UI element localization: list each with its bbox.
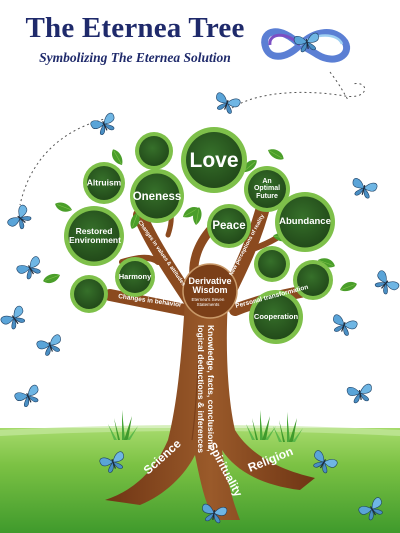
circle-abundance [275, 192, 335, 252]
label-peace: Peace [212, 219, 246, 232]
page-title: The Eternea Tree [25, 12, 245, 44]
derivative-wisdom-caption: Eternea's Seven Statements [191, 296, 225, 307]
circle-cooperation [249, 290, 303, 344]
derivative-wisdom-title: Derivative Wisdom [188, 275, 232, 296]
circle-love [181, 127, 247, 193]
circle-harmony [115, 257, 155, 297]
circle-restored-environment [64, 206, 124, 266]
circle-optimal-future [244, 166, 290, 212]
label-cooperation: Cooperation [253, 312, 299, 322]
butterfly-icon [328, 313, 359, 339]
butterfly-icon [0, 304, 30, 334]
trunk-label: Knowledge, facts, conclusions, logical d… [196, 325, 216, 454]
page-subtitle: Symbolizing The Eternea Solution [39, 50, 231, 65]
circle-right-small [254, 246, 290, 282]
label-altruism: Altruism [86, 177, 122, 188]
circle-left-small [70, 275, 108, 313]
circle-right-mid [293, 260, 333, 300]
label-harmony: Harmony [118, 272, 152, 282]
circle-altruism [83, 162, 125, 204]
label-optimal-future: An Optimal Future [253, 177, 281, 200]
label-abundance: Abundance [279, 216, 331, 228]
butterfly-icon [349, 177, 379, 201]
butterfly-icon [5, 203, 36, 234]
butterfly-icon [370, 268, 400, 299]
label-oneness: Oneness [132, 190, 182, 203]
butterfly-icon [13, 383, 44, 410]
circle-peace [207, 204, 251, 248]
circle-oneness [130, 169, 184, 223]
infinity-logo-icon [261, 28, 351, 63]
butterfly-icon [35, 333, 66, 359]
circle-top-small [135, 132, 173, 170]
butterfly-icon [89, 111, 120, 138]
butterfly-icon [15, 254, 46, 283]
butterfly-icon [211, 91, 242, 117]
butterfly-icon [345, 382, 375, 405]
label-restored-environment: Restored Environment [69, 226, 121, 245]
derivative-wisdom: Derivative Wisdom Eternea's Seven Statem… [188, 275, 232, 307]
label-love: Love [189, 148, 239, 172]
